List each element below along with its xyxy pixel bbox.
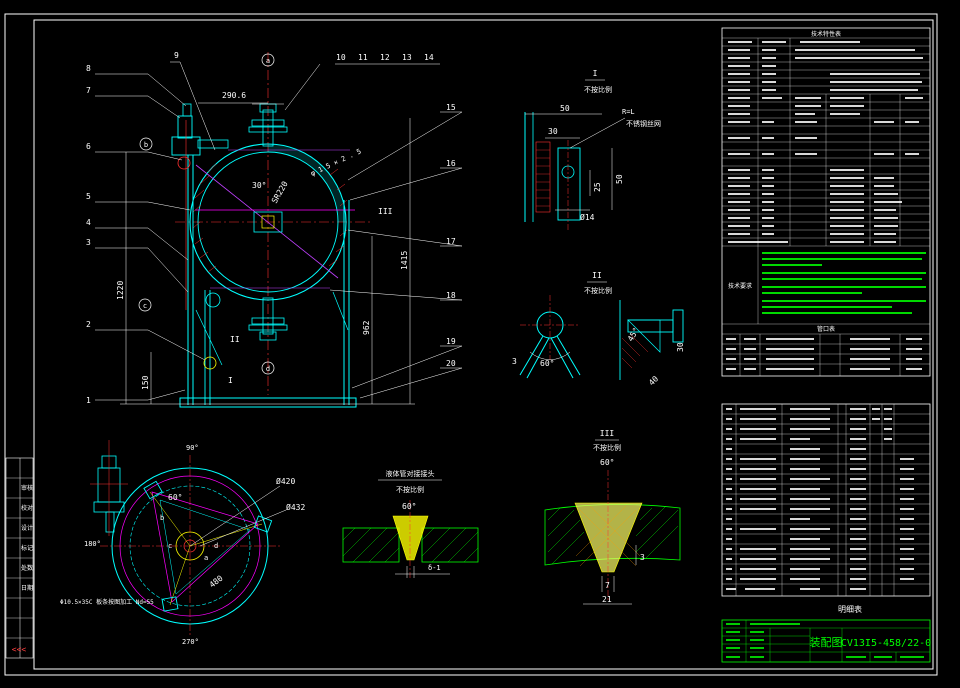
dim-1415: 1415 <box>400 251 409 270</box>
callout-c: c <box>143 302 147 310</box>
part-15: 15 <box>446 103 456 112</box>
plan-a90: 90° <box>186 444 199 452</box>
dim-1220: 1220 <box>116 281 125 300</box>
strip-label-5: 处数 <box>21 564 33 572</box>
main-callout-III: III <box>378 207 393 216</box>
detail-III-title: III <box>600 429 615 438</box>
parts-list-heading: 明细表 <box>838 604 862 614</box>
part-9: 9 <box>174 51 179 60</box>
detail-II-3: 3 <box>512 357 517 366</box>
detail-I-d30: 30 <box>548 127 558 136</box>
part-12: 12 <box>380 53 390 62</box>
detail-I-d14: Ø14 <box>580 212 595 222</box>
strip-label-6: 日期 <box>21 584 33 592</box>
detail-II-30: 30 <box>676 342 685 352</box>
title-block-drawing-no: CV13I5-458/22-0 <box>841 638 931 649</box>
part-17: 17 <box>446 237 456 246</box>
left-revision-strip: 审核 校对 设计 标记 处数 日期 <<< <box>5 457 34 659</box>
callout-d: d <box>266 365 270 373</box>
part-20: 20 <box>446 359 456 368</box>
dim-2906: 290.6 <box>222 91 246 100</box>
strip-label-2: 校对 <box>21 504 33 512</box>
plan-mark-c: c <box>168 542 172 550</box>
plan-note: Φ10.5×35C 板条按图加工 Nd=55 <box>60 598 154 606</box>
parts-list-table: 明细表 <box>721 403 931 614</box>
dim-30deg: 30° <box>252 181 266 190</box>
strip-label-1: 审核 <box>21 484 33 492</box>
detail-I-scale: 不按比例 <box>584 85 612 94</box>
weld-title: 液体管对接接头 <box>386 469 435 478</box>
strip-label-3: 设计 <box>21 524 33 532</box>
plan-a180: 180° <box>84 540 101 548</box>
detail-III-21: 21 <box>602 595 612 604</box>
detail-II-title: II <box>592 271 602 280</box>
detail-I-d50: 50 <box>560 104 570 113</box>
main-callout-I: I <box>228 376 233 385</box>
strip-label-4: 标记 <box>21 544 33 552</box>
plan-d60: 60° <box>168 493 182 502</box>
detail-II: II 不按比例 60° 3 45° 40 30 <box>512 271 685 387</box>
detail-III-3: 3 <box>640 553 645 562</box>
part-3: 3 <box>86 238 91 247</box>
plan-a270: 270° <box>182 638 199 646</box>
part-19: 19 <box>446 337 456 346</box>
dim-150: 150 <box>141 375 150 390</box>
detail-II-scale: 不按比例 <box>584 286 612 295</box>
detail-II-60deg: 60° <box>540 359 554 368</box>
strip-stamp: <<< <box>12 645 27 654</box>
main-elevation-view: 290.6 1220 150 962 1415 30° SR220 φ 1 5 … <box>86 51 463 408</box>
part-6: 6 <box>86 142 91 151</box>
detail-I-note: 不锈钢丝网 <box>626 119 661 128</box>
plan-mark-b: b <box>160 514 164 522</box>
detail-III: III 不按比例 60° 7 21 3 <box>544 429 681 605</box>
detail-III-60deg: 60° <box>600 458 614 467</box>
weld-gap: δ-1 <box>428 564 441 572</box>
part-13: 13 <box>402 53 412 62</box>
part-10: 10 <box>336 53 346 62</box>
title-block: 装配图 CV13I5-458/22-0 <box>721 619 931 663</box>
tech-req-heading: 技术要求 <box>728 282 752 290</box>
detail-I-title: I <box>593 69 598 78</box>
nozzle-table-heading: 管口表 <box>817 325 835 333</box>
detail-III-7: 7 <box>605 581 610 590</box>
part-16: 16 <box>446 159 456 168</box>
weld-joint-detail: 液体管对接接头 不按比例 60° δ-1 <box>342 469 479 580</box>
plan-mark-d: d <box>214 542 218 550</box>
part-5: 5 <box>86 192 91 201</box>
part-14: 14 <box>424 53 434 62</box>
dim-962: 962 <box>362 320 371 335</box>
detail-I-d50v: 50 <box>615 174 624 184</box>
part-11: 11 <box>358 53 368 62</box>
plan-mark-a: a <box>204 554 208 562</box>
main-callout-II: II <box>230 335 240 344</box>
inner-border <box>33 19 934 670</box>
weld-60deg: 60° <box>402 502 416 511</box>
part-4: 4 <box>86 218 91 227</box>
tech-data-heading: 技术特性表 <box>811 30 841 38</box>
part-2: 2 <box>86 320 91 329</box>
detail-I-d25: 25 <box>593 182 602 192</box>
outer-border <box>4 13 938 676</box>
detail-I-rlabel: R=L <box>622 108 635 116</box>
plan-d420: Ø420 <box>276 476 295 486</box>
plan-d432: Ø432 <box>286 502 305 512</box>
technical-data-table: 技术特性表 <box>721 27 931 377</box>
part-7: 7 <box>86 86 91 95</box>
callout-b: b <box>144 141 148 149</box>
part-8: 8 <box>86 64 91 73</box>
detail-I: I 不按比例 50 30 25 50 Ø14 R=L 不锈钢丝网 <box>524 69 661 230</box>
weld-scale: 不按比例 <box>396 485 424 494</box>
detail-III-scale: 不按比例 <box>593 443 621 452</box>
title-block-title: 装配图 <box>810 636 843 649</box>
circle-callouts: a b c d <box>138 53 275 375</box>
plan-view: Ø420 Ø432 480 60° 90° 180° 270° Φ10.5×35… <box>60 440 305 646</box>
part-18: 18 <box>446 291 456 300</box>
part-1: 1 <box>86 396 91 405</box>
callout-a: a <box>266 57 270 65</box>
